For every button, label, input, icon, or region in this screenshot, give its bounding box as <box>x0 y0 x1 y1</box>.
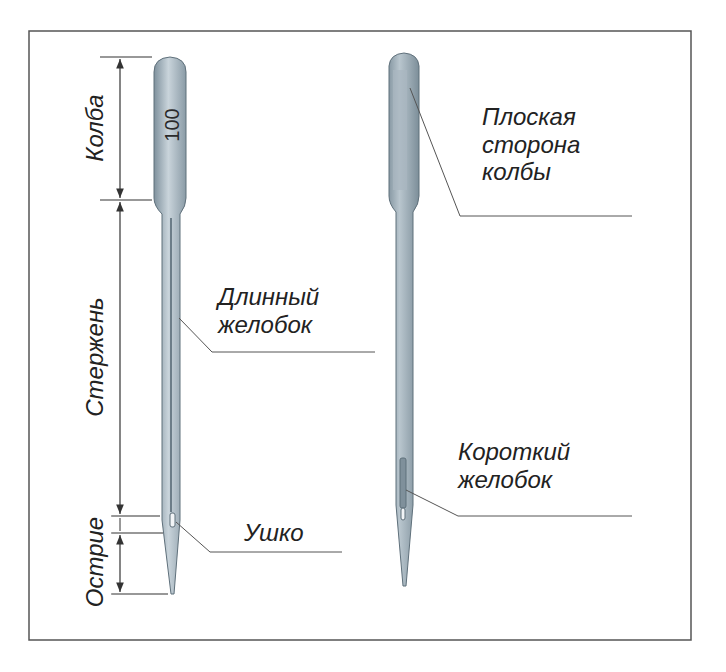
part-name: Ушко <box>244 519 364 547</box>
size-number: 100 <box>161 108 184 141</box>
frame <box>29 31 691 640</box>
part-name: Колба <box>79 90 111 165</box>
needle-back <box>389 53 419 586</box>
part-name: Длинный желобок <box>218 283 378 338</box>
part-name: Короткий желобок <box>458 438 633 493</box>
part-name: Острие <box>79 513 111 611</box>
needle-front <box>154 57 186 594</box>
part-name: Плоская сторона колбы <box>482 103 632 186</box>
part-name: Стержень <box>79 293 111 420</box>
leader-lines <box>176 88 632 552</box>
